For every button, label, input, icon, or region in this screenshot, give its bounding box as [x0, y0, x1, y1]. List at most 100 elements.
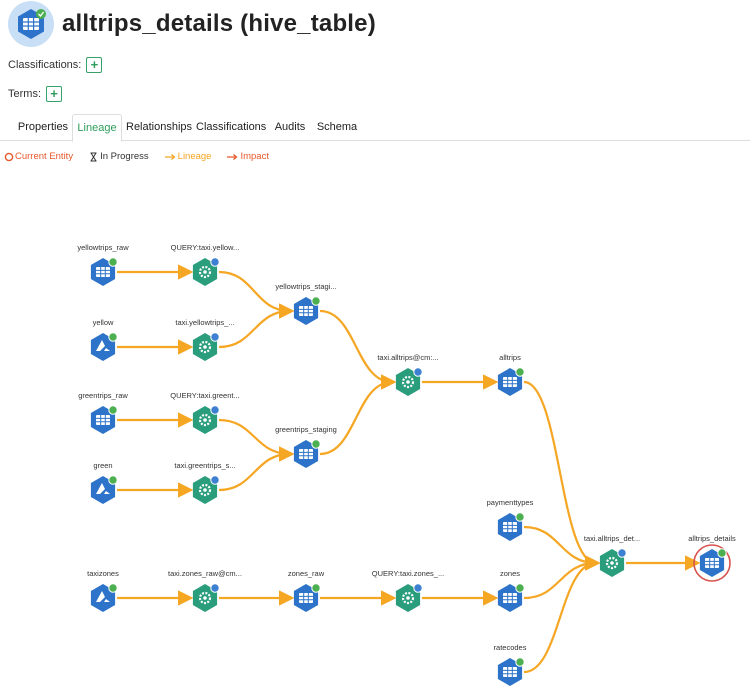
status-badge [413, 583, 423, 593]
status-badge [108, 332, 118, 342]
status-badge [717, 548, 727, 558]
status-badge [311, 583, 321, 593]
node-label: yellowtrips_raw [77, 243, 129, 252]
lineage-edge [523, 555, 601, 600]
gear-icon [401, 591, 415, 605]
node-label: green [93, 461, 112, 470]
node-label: zones [500, 569, 520, 578]
page-title: alltrips_details (hive_table) [62, 10, 376, 37]
node-label: taxi.alltrips@cm:... [377, 353, 438, 362]
gear-icon [605, 556, 619, 570]
lineage-node-alltrips[interactable]: alltrips [497, 353, 525, 396]
lineage-edge [218, 303, 295, 349]
node-label: greentrips_raw [78, 391, 128, 400]
tab-classifications[interactable]: Classifications [196, 121, 267, 133]
legend-lineage: Lineage [164, 151, 220, 162]
lineage-node-greentrips-staging[interactable]: greentrips_staging [275, 425, 337, 468]
classifications-label: Classifications: [8, 59, 82, 71]
lineage-node-p-green[interactable]: taxi.greentrips_s... [174, 461, 236, 504]
status-badge [210, 475, 220, 485]
add-classification-button[interactable]: + [86, 57, 103, 73]
lineage-node-green[interactable]: green [90, 461, 118, 504]
lineage-node-ratecodes[interactable]: ratecodes [494, 643, 527, 686]
lineage-edge [319, 309, 397, 390]
terms-label: Terms: [8, 88, 41, 100]
azure-icon [96, 340, 110, 351]
table-icon [299, 449, 313, 459]
status-badge [515, 367, 525, 377]
lineage-node-zones-raw[interactable]: zones_raw [288, 569, 325, 612]
lineage-node-yellowtrips-raw[interactable]: yellowtrips_raw [77, 243, 129, 286]
table-icon [299, 306, 313, 316]
gear-icon [198, 483, 212, 497]
tab-relationships[interactable]: Relationships [126, 121, 193, 133]
page-header: alltrips_details (hive_table) [8, 1, 376, 47]
arrow-right-icon [227, 153, 238, 160]
table-icon [299, 593, 313, 603]
lineage-node-taxizones[interactable]: taxizones [87, 569, 119, 612]
node-label: zones_raw [288, 569, 325, 578]
lineage-node-p-zones[interactable]: taxi.zones_raw@cm... [168, 569, 242, 612]
node-label: QUERY:taxi.zones_... [372, 569, 444, 578]
classifications-row: Classifications: + [8, 57, 103, 73]
node-label: yellow [93, 318, 114, 327]
lineage-node-zones[interactable]: zones [497, 569, 525, 612]
status-badge [413, 367, 423, 377]
table-icon [96, 267, 110, 277]
arrow-right-icon [164, 153, 176, 160]
azure-icon [96, 483, 110, 494]
node-label: yellowtrips_stagi... [275, 282, 336, 291]
table-icon [503, 522, 517, 532]
lineage-node-greentrips-raw[interactable]: greentrips_raw [78, 391, 128, 434]
lineage-legend: Current Entity In Progress Lineage Impac… [4, 151, 285, 162]
lineage-node-yellow[interactable]: yellow [90, 318, 118, 361]
node-label: alltrips [499, 353, 521, 362]
status-badge [108, 583, 118, 593]
node-label: taxizones [87, 569, 119, 578]
tab-schema[interactable]: Schema [316, 121, 358, 133]
status-badge [210, 332, 220, 342]
lineage-node-paymenttypes[interactable]: paymenttypes [487, 498, 534, 541]
node-label: taxi.zones_raw@cm... [168, 569, 242, 578]
status-badge [311, 439, 321, 449]
lineage-edge [319, 374, 397, 456]
status-badge [210, 583, 220, 593]
node-label: greentrips_staging [275, 425, 337, 434]
status-badge [515, 583, 525, 593]
status-badge [210, 405, 220, 415]
status-badge [617, 548, 627, 558]
add-term-button[interactable]: + [46, 86, 62, 102]
lineage-node-p-details[interactable]: taxi.alltrips_det... [584, 534, 640, 577]
lineage-node-q-green[interactable]: QUERY:taxi.greent... [170, 391, 240, 434]
node-label: paymenttypes [487, 498, 534, 507]
gear-icon [198, 340, 212, 354]
lineage-node-alltrips-details[interactable]: alltrips_details [688, 534, 736, 582]
status-badge [311, 296, 321, 306]
lineage-node-q-yellow[interactable]: QUERY:taxi.yellow... [171, 243, 240, 286]
status-badge [108, 405, 118, 415]
lineage-edge [218, 270, 295, 319]
node-label: taxi.greentrips_s... [174, 461, 235, 470]
node-label: taxi.yellowtrips_... [175, 318, 234, 327]
gear-icon [198, 265, 212, 279]
gear-icon [401, 375, 415, 389]
lineage-node-yellowtrips-stag[interactable]: yellowtrips_stagi... [275, 282, 337, 325]
status-badge [108, 475, 118, 485]
lineage-node-p-yellow[interactable]: taxi.yellowtrips_... [175, 318, 235, 361]
azure-icon [96, 591, 110, 602]
status-badge [515, 657, 525, 667]
terms-row: Terms: + [8, 86, 62, 102]
lineage-node-p-alltrips[interactable]: taxi.alltrips@cm:... [377, 353, 439, 396]
tab-properties[interactable]: Properties [17, 121, 69, 133]
lineage-edge [218, 446, 295, 492]
tab-lineage[interactable]: Lineage [72, 114, 122, 142]
lineage-node-q-zones[interactable]: QUERY:taxi.zones_... [372, 569, 444, 612]
tab-audits[interactable]: Audits [274, 121, 306, 133]
table-icon [503, 377, 517, 387]
current-entity-ring [693, 544, 731, 582]
lineage-edge [523, 555, 601, 674]
lineage-edge [523, 380, 601, 571]
gear-icon [198, 591, 212, 605]
legend-current-entity: Current Entity [4, 151, 81, 162]
